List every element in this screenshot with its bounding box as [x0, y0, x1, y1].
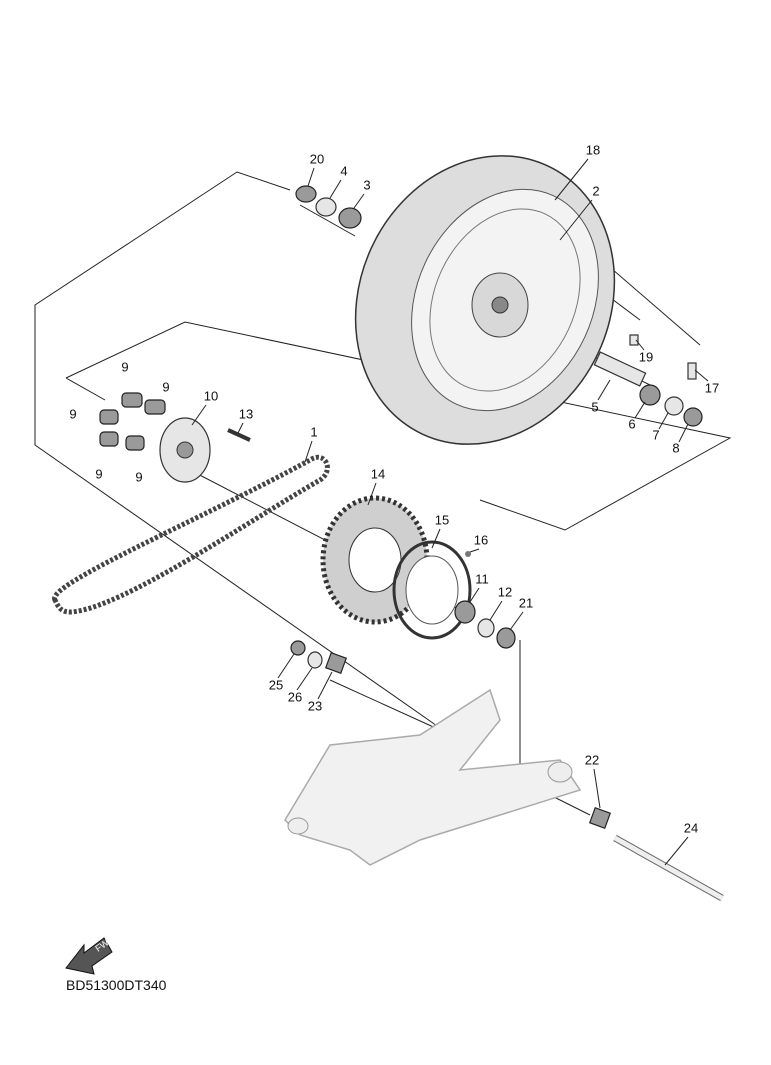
- callout-22: 22: [585, 752, 599, 767]
- callout-4: 4: [340, 163, 347, 178]
- callout-19: 19: [639, 349, 653, 364]
- sprockets: [320, 495, 516, 649]
- callout-9: 9: [162, 379, 169, 394]
- callout-15: 15: [435, 512, 449, 527]
- callout-7: 7: [652, 427, 659, 442]
- callout-9: 9: [121, 359, 128, 374]
- hub-parts: [295, 185, 703, 427]
- diagram-code: BD51300DT340: [66, 977, 167, 993]
- callout-1: 1: [310, 424, 317, 439]
- swingarm: [284, 640, 724, 902]
- callout-5: 5: [591, 399, 598, 414]
- callout-9: 9: [95, 466, 102, 481]
- callout-25: 25: [269, 677, 283, 692]
- rear-wheel: [354, 155, 616, 445]
- callout-24: 24: [684, 820, 698, 835]
- callout-8: 8: [672, 440, 679, 455]
- drive-chain: [52, 455, 330, 615]
- callout-labels: 20 4 3 18 2 19 17 5 6 7 8 9 9 9 9 9 10 1…: [69, 142, 719, 835]
- callout-26: 26: [288, 689, 302, 704]
- callout-3: 3: [363, 177, 370, 192]
- callout-20: 20: [310, 151, 324, 166]
- callout-6: 6: [628, 416, 635, 431]
- callout-17: 17: [705, 380, 719, 395]
- callout-18: 18: [586, 142, 600, 157]
- callout-9: 9: [135, 469, 142, 484]
- callout-2: 2: [592, 183, 599, 198]
- callout-10: 10: [204, 388, 218, 403]
- callout-11: 11: [475, 571, 489, 586]
- fwd-arrow-icon: FWD: [65, 933, 116, 975]
- callout-9: 9: [69, 406, 76, 421]
- damper-parts: [99, 392, 251, 483]
- callout-14: 14: [371, 466, 385, 481]
- callout-12: 12: [498, 584, 512, 599]
- callout-13: 13: [239, 406, 253, 421]
- callout-21: 21: [519, 595, 533, 610]
- leader-lines: [191, 158, 709, 866]
- callout-23: 23: [308, 698, 322, 713]
- callout-16: 16: [474, 532, 488, 547]
